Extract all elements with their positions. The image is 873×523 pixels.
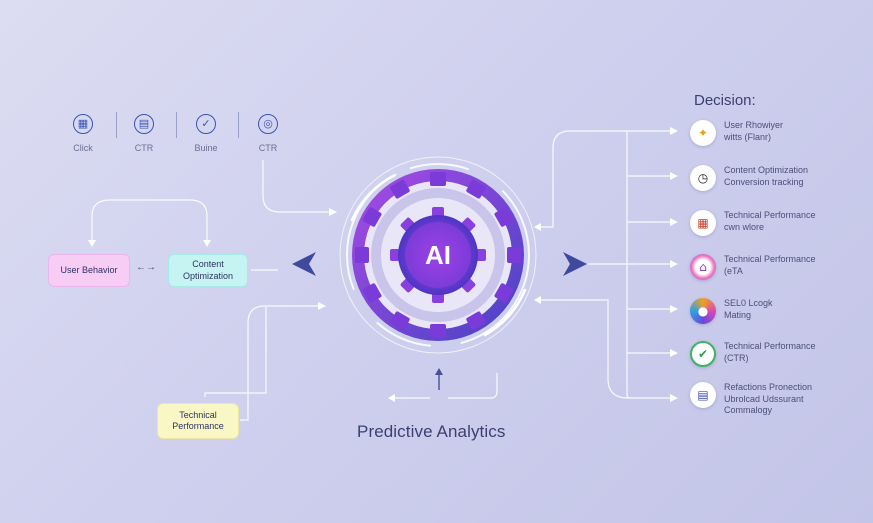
document-icon: ▤ bbox=[690, 382, 716, 408]
technical-branch-connector bbox=[204, 307, 267, 397]
metric-ctr[interactable]: ▤ CTR bbox=[117, 114, 171, 153]
chart-icon: ▤ bbox=[134, 114, 154, 134]
decision-item-line: Ubrolcad Udssurant bbox=[724, 393, 804, 404]
decision-item-line: (eTA bbox=[724, 265, 743, 276]
decision-title: Decision: bbox=[694, 92, 756, 109]
metric-label: Click bbox=[73, 143, 93, 153]
calendar-icon: ▦ bbox=[690, 210, 716, 236]
decision-trunk bbox=[626, 131, 631, 399]
predictive-analytics-title: Predictive Analytics bbox=[357, 422, 506, 441]
ai-label: AI bbox=[425, 240, 451, 270]
loop-connector bbox=[91, 199, 208, 241]
chart-check-icon: ✔ bbox=[690, 341, 716, 367]
decision-top-connector bbox=[538, 130, 674, 228]
technical-performance-node[interactable]: Technical Performance bbox=[157, 403, 239, 439]
metric-connector bbox=[262, 160, 333, 213]
globe-icon: ● bbox=[690, 298, 716, 324]
metric-click[interactable]: ▦ Click bbox=[56, 114, 110, 153]
decision-item-line: Technical Performance bbox=[724, 341, 816, 351]
bottom-right-connector bbox=[448, 373, 498, 399]
user-behavior-node[interactable]: User Behavior bbox=[48, 254, 130, 287]
technical-connector bbox=[240, 305, 322, 421]
spark-icon: ✦ bbox=[690, 120, 716, 146]
decision-item-line: cwn wlore bbox=[724, 221, 765, 232]
left-pointer-icon bbox=[292, 252, 316, 276]
metric-divider bbox=[176, 112, 177, 138]
target-icon: ◎ bbox=[258, 114, 278, 134]
metric-divider bbox=[116, 112, 117, 138]
home-icon: ⌂ bbox=[690, 254, 716, 280]
metric-label: CTR bbox=[258, 143, 278, 153]
clock-icon: ◷ bbox=[690, 165, 716, 191]
right-pointer-icon bbox=[563, 252, 587, 276]
content-optimization-node[interactable]: Content Optimization bbox=[168, 254, 248, 287]
technical-label-line2: Performance bbox=[172, 421, 224, 431]
decision-item-line: User Rhowiyer bbox=[724, 120, 784, 130]
decision-item-line: Conversion tracking bbox=[724, 176, 804, 187]
check-icon: ✓ bbox=[196, 114, 216, 134]
user-behavior-label: User Behavior bbox=[60, 264, 118, 275]
decision-item-line: SEL0 Lcogk bbox=[724, 298, 773, 308]
decision-branches bbox=[627, 175, 674, 354]
decision-item-line: Mating bbox=[724, 309, 752, 320]
decision-item-line: Content Optimization bbox=[724, 165, 809, 175]
decision-item-line: witts (Flanr) bbox=[724, 131, 771, 142]
metric-label: CTR bbox=[134, 143, 154, 153]
ai-hub bbox=[339, 156, 537, 354]
metric-ctr-2[interactable]: ◎ CTR bbox=[241, 114, 295, 153]
decision-item-line: Refactions Pronection bbox=[724, 382, 813, 392]
decision-item-line: Technical Performance bbox=[724, 254, 816, 264]
content-label-line1: Content bbox=[192, 259, 224, 270]
decision-bottom-connector bbox=[538, 299, 674, 399]
metric-buine[interactable]: ✓ Buine bbox=[179, 114, 233, 153]
decision-item-line: Technical Performance bbox=[724, 210, 816, 220]
decision-item-line: (CTR) bbox=[724, 352, 749, 363]
decision-item-line: Commalogy bbox=[724, 405, 773, 416]
metric-label: Buine bbox=[194, 143, 218, 153]
double-arrow-icon: ←→ bbox=[136, 262, 156, 273]
technical-label-line1: Technical bbox=[179, 409, 217, 420]
content-label-line2: Optimization bbox=[182, 270, 234, 281]
grid-icon: ▦ bbox=[73, 114, 93, 134]
metric-divider bbox=[238, 112, 239, 138]
